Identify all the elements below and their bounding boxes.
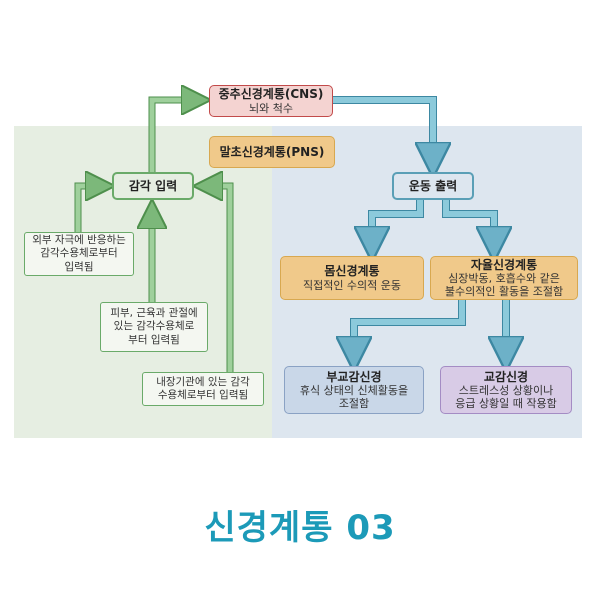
parasympathetic-box: 부교감신경 휴식 상태의 신체활동을 조절함 [284, 366, 424, 414]
note-internal-line-1: 내장기관에 있는 감각 [156, 375, 250, 388]
somatic-nervous-box: 몸신경계통 직접적인 수의적 운동 [280, 256, 424, 300]
somatic-title: 몸신경계통 [324, 264, 380, 279]
note-body-line-2: 있는 감각수용체로 [113, 320, 195, 333]
symp-title: 교감신경 [483, 369, 529, 384]
autonomic-title: 자율신경계통 [470, 257, 538, 272]
note-external-line-3: 입력됨 [64, 260, 94, 273]
cns-box: 중추신경계통(CNS) 뇌와 척수 [209, 85, 333, 117]
para-subtitle-2: 조절함 [338, 397, 370, 411]
note-body-receptors: 피부, 근육과 관절에 있는 감각수용체로 부터 입력됨 [100, 302, 208, 352]
pns-title: 말초신경계통(PNS) [219, 144, 325, 159]
motor-output-box: 운동 출력 [392, 172, 474, 200]
sympathetic-box: 교감신경 스트레스성 상황이나 응급 상황일 때 작용함 [440, 366, 572, 414]
note-internal-organs: 내장기관에 있는 감각 수용체로부터 입력됨 [142, 372, 264, 406]
arrow-motor-to-autonomic [442, 200, 498, 244]
symp-subtitle-1: 스트레스성 상황이나 [458, 384, 554, 397]
cns-subtitle: 뇌와 척수 [249, 101, 293, 115]
note-body-line-1: 피부, 근육과 관절에 [110, 307, 198, 320]
autonomic-nervous-box: 자율신경계통 심장박동, 호흡수와 같은 불수의적인 활동을 조절함 [430, 256, 578, 300]
arrow-autonomic-to-para [350, 300, 466, 354]
symp-subtitle-2: 응급 상황일 때 작용함 [455, 397, 557, 411]
autonomic-subtitle-1: 심장박동, 호흡수와 같은 [448, 272, 560, 285]
note-external-stimulus: 외부 자극에 반응하는 감각수용체로부터 입력됨 [24, 232, 134, 276]
arrow-cns-to-motor [333, 96, 437, 160]
cns-title: 중추신경계통(CNS) [218, 87, 324, 102]
sensory-input-box: 감각 입력 [112, 172, 194, 200]
page-title: 신경계통 03 [204, 508, 396, 548]
note-internal-line-2: 수용체로부터 입력됨 [157, 389, 249, 401]
arrow-sensory-to-cns [148, 96, 196, 172]
motor-title: 운동 출력 [408, 178, 458, 193]
note-external-line-2: 감각수용체로부터 [40, 247, 118, 260]
para-title: 부교감신경 [326, 369, 382, 384]
somatic-subtitle: 직접적인 수의적 운동 [302, 278, 402, 292]
autonomic-subtitle-2: 불수의적인 활동을 조절함 [444, 285, 564, 299]
arrow-internal-to-sensory [208, 182, 234, 372]
note-body-line-3: 부터 입력됨 [128, 333, 180, 346]
arrow-motor-to-somatic [368, 200, 424, 244]
pns-box: 말초신경계통(PNS) [209, 136, 335, 168]
sensory-title: 감각 입력 [128, 178, 178, 193]
note-external-line-1: 외부 자극에 반응하는 [32, 234, 126, 247]
para-subtitle-1: 휴식 상태의 신체활동을 [299, 384, 409, 397]
arrow-external-to-sensory [74, 182, 100, 232]
